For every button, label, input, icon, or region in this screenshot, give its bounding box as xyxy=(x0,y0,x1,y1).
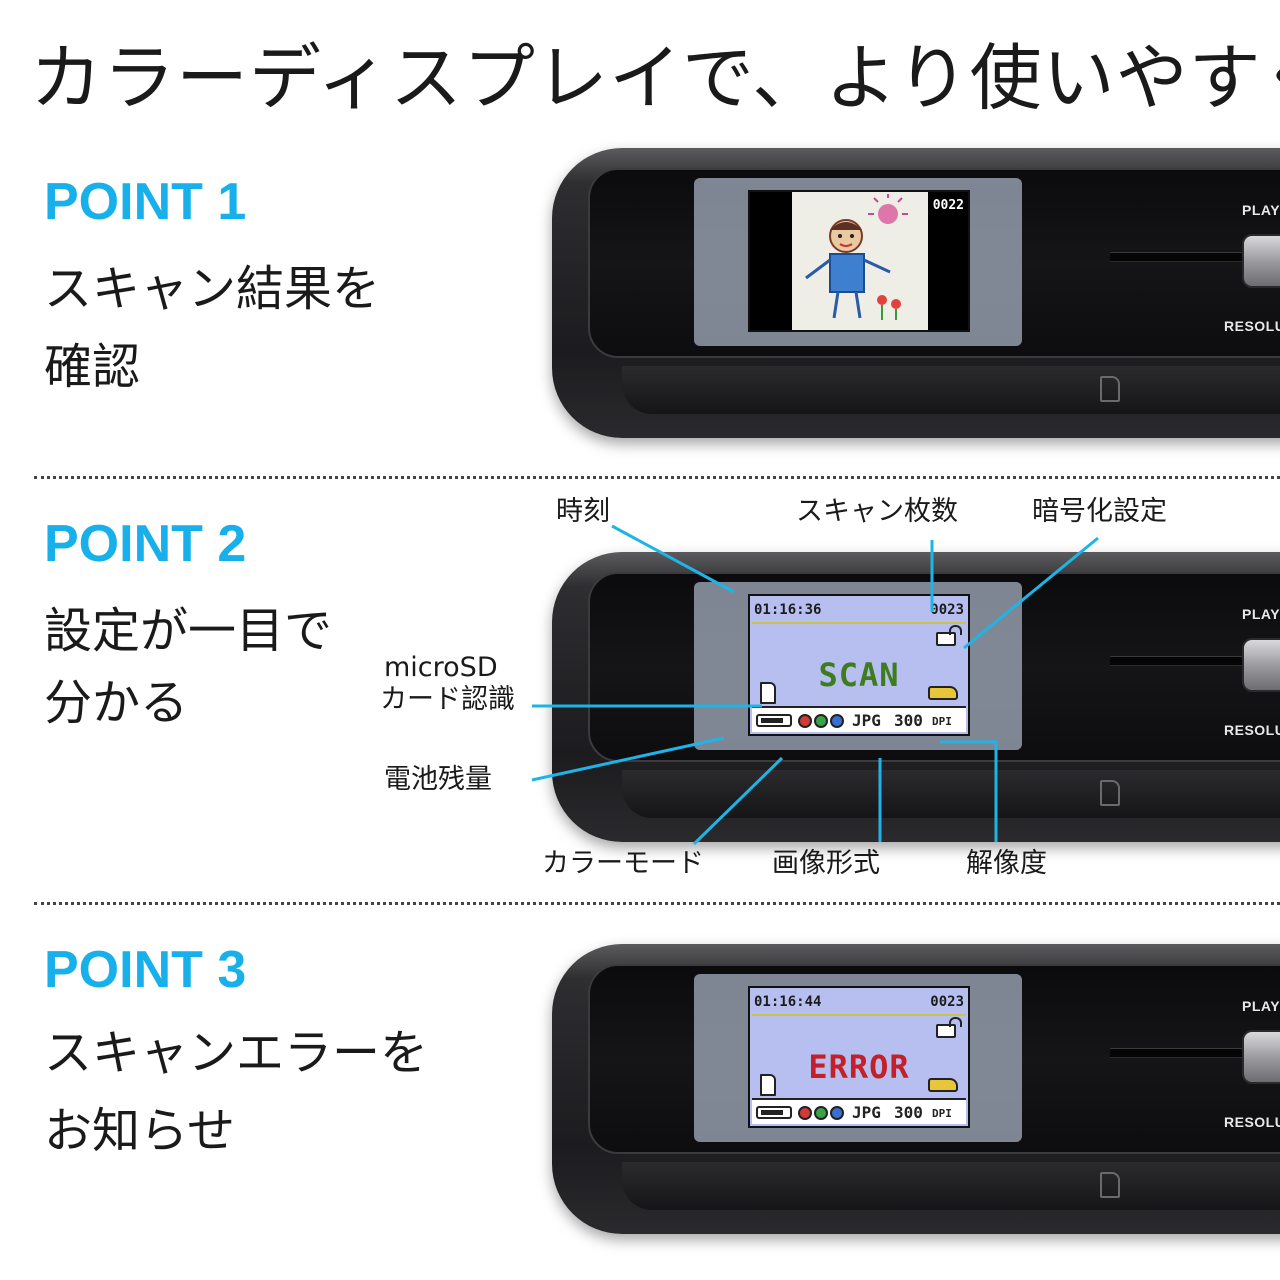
lock-icon xyxy=(936,1017,962,1038)
callout-microsd-line1: microSD xyxy=(384,652,498,683)
lcd-dpi: 300 xyxy=(894,711,923,730)
callout-color-mode: カラーモード xyxy=(542,848,704,879)
microsd-icon xyxy=(760,1074,776,1096)
play-label: PLAY xyxy=(1242,998,1280,1014)
resolution-label: RESOLU xyxy=(1224,722,1280,738)
lcd-counter: 0022 xyxy=(932,198,964,213)
callout-resolution: 解像度 xyxy=(966,848,1047,879)
point-2-desc-line2: 分かる xyxy=(44,675,189,731)
point-2-desc-line1: 設定が一目で xyxy=(44,603,333,659)
microsd-icon xyxy=(760,682,776,704)
lcd-time: 01:16:44 xyxy=(754,994,822,1010)
color-dot-red-icon xyxy=(798,1106,812,1120)
point-2-label: POINT 2 xyxy=(44,515,247,573)
lock-icon xyxy=(936,625,962,646)
play-label: PLAY xyxy=(1242,606,1280,622)
sd-card-icon xyxy=(1100,1172,1120,1198)
lcd-format: JPG xyxy=(852,1103,881,1122)
callout-image-format: 画像形式 xyxy=(772,848,880,879)
lcd-status-bar: JPG 300 DPI xyxy=(752,706,966,732)
hand-scan-icon xyxy=(928,686,958,700)
battery-icon xyxy=(756,1106,792,1119)
lcd-time: 01:16:36 xyxy=(754,602,822,618)
color-dot-blue-icon xyxy=(830,714,844,728)
hand-scan-icon xyxy=(928,1078,958,1092)
color-dot-green-icon xyxy=(814,714,828,728)
callout-battery: 電池残量 xyxy=(384,764,492,795)
color-dot-green-icon xyxy=(814,1106,828,1120)
play-button xyxy=(1242,1030,1280,1084)
scanner-photo-2: PLAY RESOLU 01:16:36 0023 SCAN JPG 300 D… xyxy=(552,552,1280,842)
lcd-error-screen: 01:16:44 0023 ERROR JPG 300 DPI xyxy=(748,986,970,1128)
lcd-scan-count: 0023 xyxy=(930,994,964,1010)
sd-card-icon xyxy=(1100,780,1120,806)
section-divider-1 xyxy=(34,476,1280,479)
lcd-scan-preview: 0022 xyxy=(748,190,970,332)
section-divider-2 xyxy=(34,902,1280,905)
lcd-dpi-unit: DPI xyxy=(932,715,952,728)
point-3-desc-line2: お知らせ xyxy=(44,1103,236,1159)
callout-microsd-line2: カード認識 xyxy=(380,684,515,715)
point-3-label: POINT 3 xyxy=(44,941,247,999)
point-1-label: POINT 1 xyxy=(44,173,247,231)
lcd-format: JPG xyxy=(852,711,881,730)
play-button xyxy=(1242,638,1280,692)
callout-encryption: 暗号化設定 xyxy=(1032,496,1167,527)
lcd-error-word: ERROR xyxy=(808,1048,910,1086)
lcd-dpi: 300 xyxy=(894,1103,923,1122)
child-drawing-image xyxy=(792,192,928,330)
scanner-photo-3: PLAY RESOLU 01:16:44 0023 ERROR JPG 300 … xyxy=(552,944,1280,1234)
lcd-scan-word: SCAN xyxy=(818,656,900,694)
lcd-status-bar: JPG 300 DPI xyxy=(752,1098,966,1124)
point-1-desc-line2: 確認 xyxy=(44,339,141,395)
point-1-desc-line1: スキャン結果を xyxy=(44,261,381,317)
resolution-label: RESOLU xyxy=(1224,318,1280,334)
lcd-status-screen: 01:16:36 0023 SCAN JPG 300 DPI xyxy=(748,594,970,736)
scanner-photo-1: PLAY RESOLU xyxy=(552,148,1280,438)
page-headline: カラーディスプレイで、より使いやすく xyxy=(30,36,1280,120)
callout-scan-count: スキャン枚数 xyxy=(796,496,958,527)
lcd-dpi-unit: DPI xyxy=(932,1107,952,1120)
sd-card-icon xyxy=(1100,376,1120,402)
resolution-label: RESOLU xyxy=(1224,1114,1280,1130)
lcd-scan-count: 0023 xyxy=(930,602,964,618)
callout-time: 時刻 xyxy=(556,496,610,527)
play-button xyxy=(1242,234,1280,288)
play-label: PLAY xyxy=(1242,202,1280,218)
point-3-desc-line1: スキャンエラーを xyxy=(44,1025,429,1081)
color-dot-blue-icon xyxy=(830,1106,844,1120)
battery-icon xyxy=(756,714,792,727)
color-dot-red-icon xyxy=(798,714,812,728)
